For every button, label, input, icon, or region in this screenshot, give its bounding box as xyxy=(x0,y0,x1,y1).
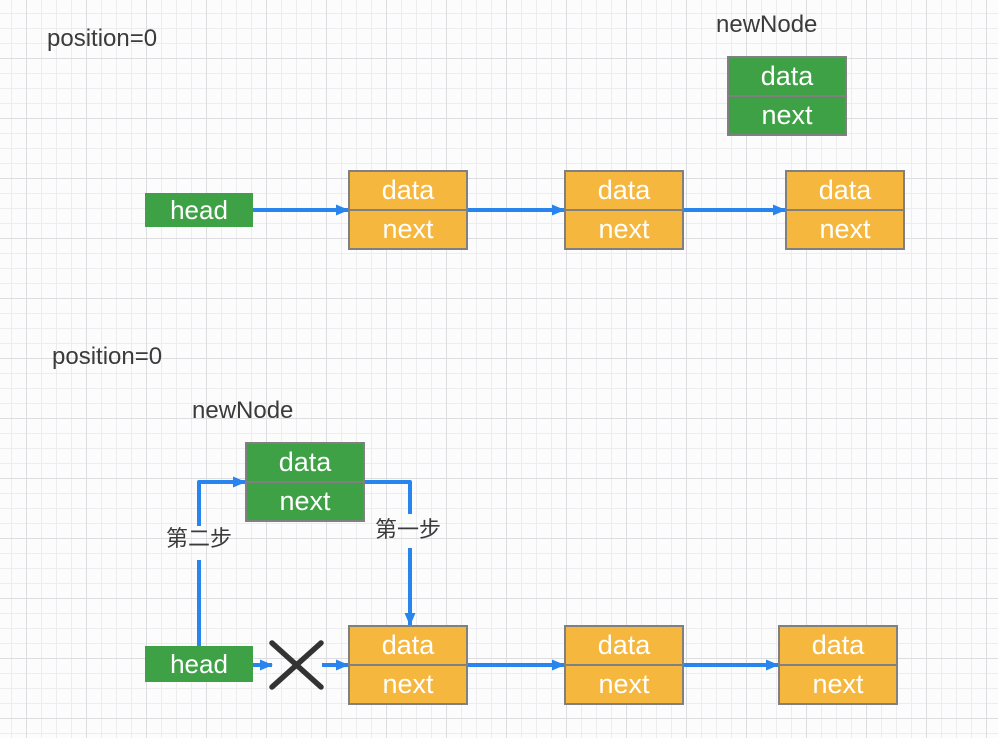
head-box-top: head xyxy=(145,193,253,227)
node-next-cell: next xyxy=(382,214,434,244)
list-node-bottom-3: data next xyxy=(778,625,898,705)
node-data-cell: data xyxy=(566,627,682,666)
newnode-label-bottom: newNode xyxy=(192,397,294,424)
newnode-next-cell: next xyxy=(761,100,813,130)
node-data-cell: data xyxy=(350,627,466,666)
node-data-cell: data xyxy=(566,172,682,211)
node-next-cell: next xyxy=(819,214,871,244)
arrow-step2-into-newnode xyxy=(197,476,246,526)
list-node-top-3: data next xyxy=(785,170,905,250)
list-node-top-1: data next xyxy=(348,170,468,250)
newnode-data-cell: data xyxy=(247,444,363,483)
newnode-box-bottom: data next xyxy=(245,442,365,522)
list-node-top-2: data next xyxy=(564,170,684,250)
node-next-cell: next xyxy=(812,669,864,699)
position-label-top: position=0 xyxy=(47,25,158,52)
newnode-data-cell: data xyxy=(729,58,845,97)
node-data-cell: data xyxy=(350,172,466,211)
head-box-bottom: head xyxy=(145,646,253,682)
step-two-label: 第二步 xyxy=(166,526,233,551)
newnode-next-cell: next xyxy=(279,486,331,516)
node-data-cell: data xyxy=(787,172,903,211)
newnode-label-top: newNode xyxy=(716,11,818,38)
node-data-cell: data xyxy=(780,627,896,666)
cross-out-mark xyxy=(269,640,324,690)
cross-out-mark xyxy=(269,640,324,690)
step-one-label: 第一步 xyxy=(375,517,442,542)
list-node-bottom-1: data next xyxy=(348,625,468,705)
node-next-cell: next xyxy=(382,669,434,699)
node-next-cell: next xyxy=(598,214,650,244)
arrow-step1-from-newnode xyxy=(365,480,412,514)
list-node-bottom-2: data next xyxy=(564,625,684,705)
newnode-box-top: data next xyxy=(727,56,847,136)
node-next-cell: next xyxy=(598,669,650,699)
position-label-bottom: position=0 xyxy=(52,343,163,370)
